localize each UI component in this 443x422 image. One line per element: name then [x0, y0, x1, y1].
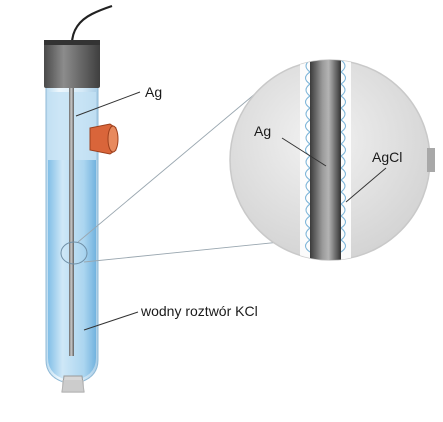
porous-junction-tip	[62, 380, 84, 392]
zoomed-silver-wire	[310, 60, 341, 260]
leader-kcl	[83, 311, 139, 331]
label-kcl-solution: wodny roztwór KCl	[140, 303, 258, 319]
leader-ag-main	[75, 91, 141, 117]
zoom-line-bottom	[83, 239, 301, 263]
agcl-coating-right	[341, 60, 351, 260]
silver-wire	[69, 86, 74, 356]
filling-port-opening	[107, 125, 119, 153]
label-ag-zoom: Ag	[254, 123, 271, 139]
label-ag-main: Ag	[145, 84, 162, 100]
leader-ag-zoom	[281, 137, 327, 167]
magnified-region-marker	[60, 241, 88, 265]
electrode-cap-top	[44, 40, 100, 45]
leader-agcl-zoom	[345, 167, 387, 203]
lens-handle-stub	[427, 148, 435, 172]
electrode-cap	[44, 42, 100, 88]
electrode-cable	[70, 4, 113, 45]
agcl-coating-left	[300, 60, 310, 260]
zoom-line-top	[77, 87, 263, 243]
label-agcl-zoom: AgCl	[372, 149, 402, 165]
